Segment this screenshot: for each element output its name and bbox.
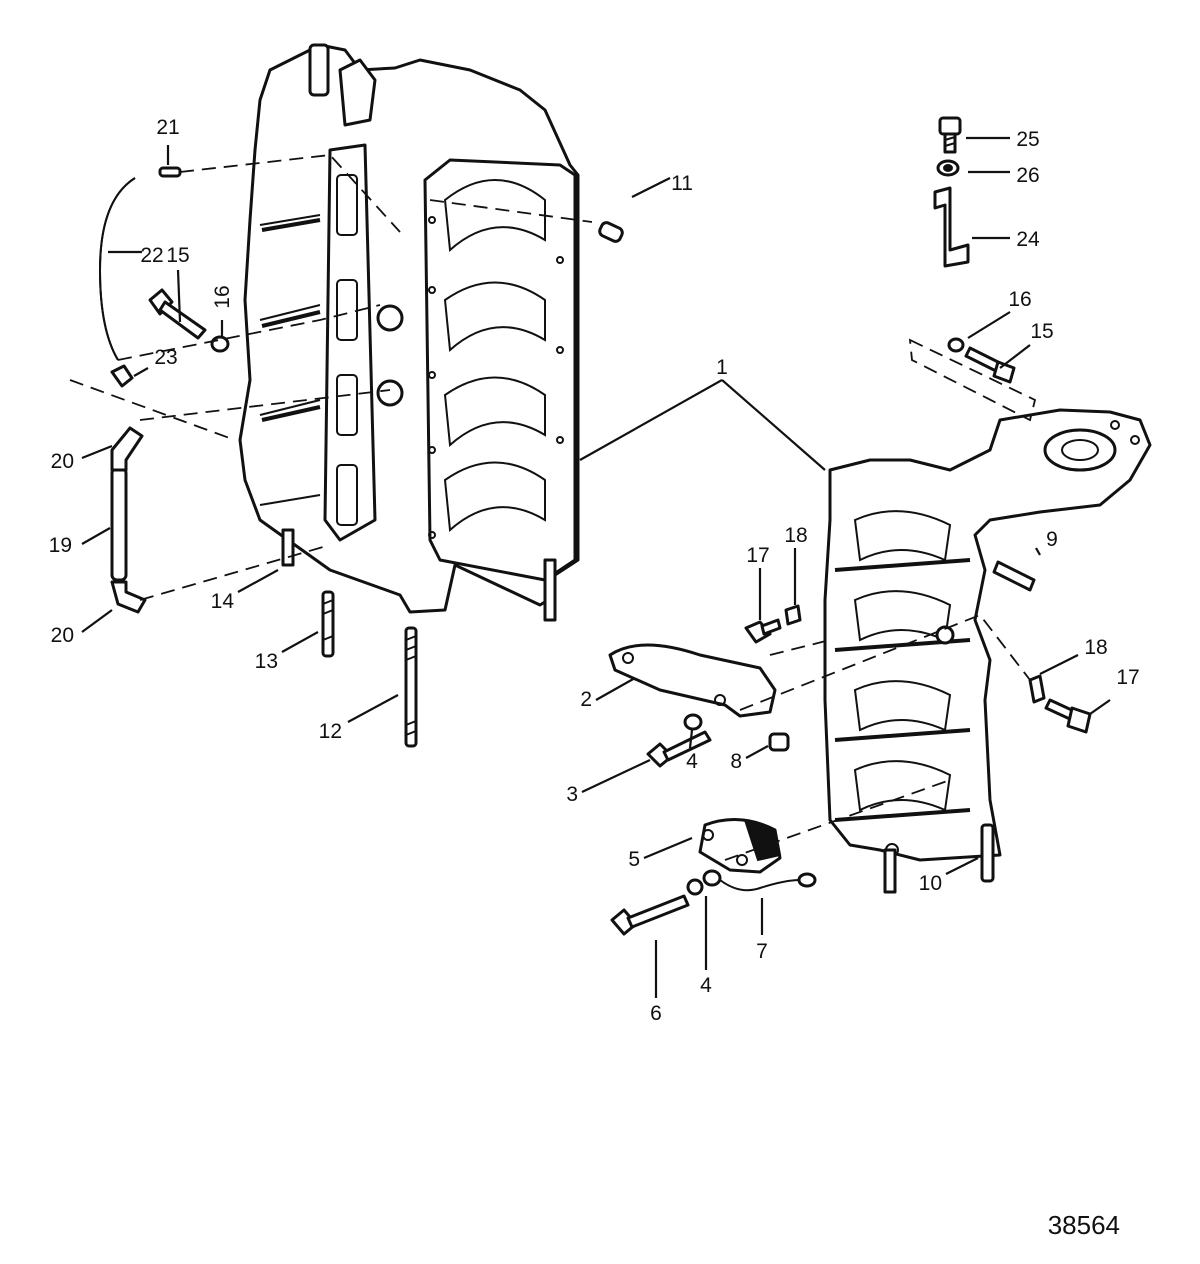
callout-15-left: 15 — [166, 244, 189, 267]
lockwasher-18-upper — [784, 604, 802, 626]
callout-17-lower: 17 — [1116, 666, 1139, 689]
callout-9: 9 — [1046, 528, 1058, 551]
callout-4-lower: 4 — [700, 974, 712, 997]
sleeve-8 — [768, 732, 790, 752]
callout-22: 22 — [140, 244, 163, 267]
callout-2: 2 — [580, 688, 592, 711]
callout-3: 3 — [566, 783, 578, 806]
callout-16-right: 16 — [1008, 288, 1031, 311]
elbow-20-upper — [110, 426, 144, 472]
bolt-25 — [938, 116, 962, 154]
bolt-17-lower — [1044, 698, 1092, 734]
callout-25: 25 — [1016, 128, 1039, 151]
callout-23: 23 — [154, 346, 177, 369]
callout-19: 19 — [49, 534, 72, 557]
callout-20-lower: 20 — [51, 624, 74, 647]
dowel-11 — [598, 221, 624, 243]
bolt-15-left — [148, 288, 207, 340]
callout-10: 10 — [919, 872, 942, 895]
washer-4-lower — [686, 878, 704, 896]
callout-5: 5 — [628, 848, 640, 871]
callout-18-lower: 18 — [1084, 636, 1107, 659]
lockwasher-18-lower — [1028, 674, 1046, 704]
fitting-21 — [158, 166, 182, 178]
leader-lines — [81, 136, 1111, 998]
callout-26: 26 — [1016, 164, 1039, 187]
bolt-3 — [646, 730, 712, 768]
callout-11: 11 — [671, 172, 693, 195]
callout-18-upper: 18 — [784, 524, 807, 547]
hose-19 — [110, 466, 128, 582]
callout-13: 13 — [255, 650, 278, 673]
alignment-lines — [69, 154, 1037, 861]
callout-24: 24 — [1016, 228, 1040, 251]
washer-16-left — [210, 335, 230, 353]
callout-12: 12 — [319, 720, 342, 743]
stud-12 — [404, 626, 418, 748]
hose-22 — [98, 177, 136, 361]
callout-14: 14 — [211, 590, 235, 613]
fitting-23 — [110, 364, 134, 388]
callout-21: 21 — [156, 116, 179, 139]
callout-labels: 1 2 3 4 4 5 6 7 8 9 10 11 12 13 14 15 15… — [49, 116, 1140, 1025]
callout-17-upper: 17 — [746, 544, 769, 567]
callout-8: 8 — [730, 750, 742, 773]
bearing-cap-2 — [608, 643, 777, 718]
callout-7: 7 — [756, 940, 768, 963]
bearing-cap-5 — [698, 818, 782, 874]
bolt-17-upper — [744, 618, 782, 644]
bracket-24 — [933, 186, 970, 268]
callout-6: 6 — [650, 1002, 662, 1025]
callout-20-upper: 20 — [51, 450, 74, 473]
stud-10 — [980, 823, 995, 883]
stud-13 — [321, 590, 335, 658]
figure-number: 38564 — [1048, 1210, 1120, 1240]
washer-26 — [936, 159, 960, 177]
stud-9 — [992, 560, 1036, 592]
callout-1: 1 — [716, 356, 728, 379]
bolt-15-right — [964, 346, 1016, 384]
washer-4-upper — [683, 713, 703, 731]
elbow-20-lower — [110, 580, 147, 614]
callout-16-left: 16 — [211, 285, 234, 308]
washer-16-right — [947, 337, 965, 353]
bolt-6 — [610, 894, 690, 936]
crankcase-cover — [823, 408, 1152, 894]
callout-4-upper: 4 — [686, 750, 698, 773]
ground-wire-7 — [702, 869, 817, 892]
callout-15-right: 15 — [1030, 320, 1053, 343]
cylinder-block — [238, 43, 580, 622]
